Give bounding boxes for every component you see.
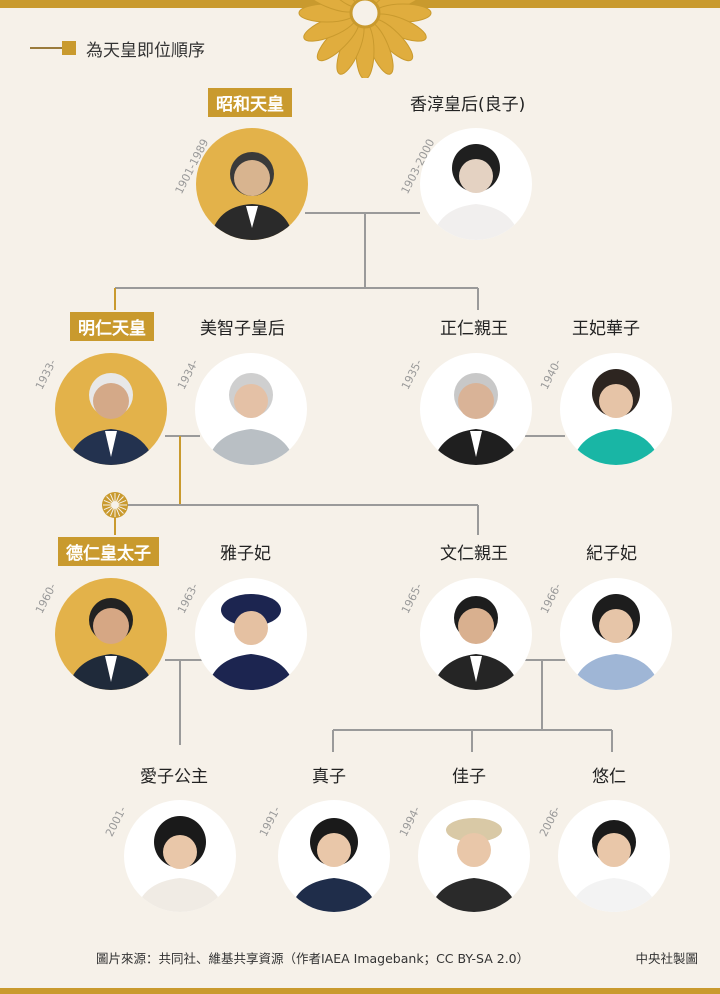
person-silhouette-icon: [572, 594, 660, 690]
name-label-kiko: 紀子妃: [586, 544, 637, 564]
portrait-kako: [418, 800, 530, 912]
chrysanthemum-emblem-icon: [298, 0, 432, 78]
name-label-showa: 昭和天皇: [208, 88, 292, 117]
person-silhouette-icon: [136, 816, 224, 912]
bottom-border: [0, 988, 720, 994]
person-silhouette-icon: [432, 144, 520, 240]
portrait-kiko: [560, 578, 672, 690]
person-silhouette-icon: [432, 373, 520, 465]
legend-label: 為天皇即位順序: [86, 40, 205, 61]
portrait-aiko: [124, 800, 236, 912]
portrait-mako: [278, 800, 390, 912]
person-silhouette-icon: [432, 596, 520, 690]
name-label-fumihito: 文仁親王: [440, 544, 508, 564]
name-label-masako: 雅子妃: [220, 544, 271, 564]
succession-marker-icon: [102, 492, 128, 518]
legend-swatch: [62, 41, 76, 55]
person-silhouette-icon: [430, 818, 518, 912]
name-label-masahito: 正仁親王: [440, 319, 508, 339]
name-label-hisahito: 悠仁: [592, 767, 626, 787]
person-silhouette-icon: [207, 373, 295, 465]
person-silhouette-icon: [67, 598, 155, 690]
portrait-hisahito: [558, 800, 670, 912]
person-silhouette-icon: [210, 152, 294, 240]
person-silhouette-icon: [290, 818, 378, 912]
person-silhouette-icon: [572, 369, 660, 465]
portrait-naruhito: [55, 578, 167, 690]
portrait-michiko: [195, 353, 307, 465]
graphic-credit: 中央社製圖: [635, 951, 698, 966]
name-label-michiko: 美智子皇后: [200, 319, 285, 339]
person-silhouette-icon: [67, 373, 155, 465]
portrait-masako: [195, 578, 307, 690]
name-label-hanako: 王妃華子: [572, 319, 640, 339]
person-silhouette-icon: [207, 594, 295, 690]
name-label-naruhito: 德仁皇太子: [58, 537, 159, 566]
portrait-akihito: [55, 353, 167, 465]
person-silhouette-icon: [570, 820, 658, 912]
name-label-aiko: 愛子公主: [140, 767, 208, 787]
portrait-hanako: [560, 353, 672, 465]
legend-line: [30, 47, 62, 49]
image-source-caption: 圖片來源：共同社、維基共享資源（作者IAEA Imagebank；CC BY-S…: [96, 951, 530, 966]
portrait-fumihito: [420, 578, 532, 690]
name-label-kako: 佳子: [452, 767, 486, 787]
name-label-mako: 真子: [312, 767, 346, 787]
portrait-masahito: [420, 353, 532, 465]
portrait-kojun: [420, 128, 532, 240]
legend: 為天皇即位順序: [30, 36, 205, 61]
name-label-kojun: 香淳皇后(良子): [410, 95, 526, 115]
name-label-akihito: 明仁天皇: [70, 312, 154, 341]
portrait-showa: [196, 128, 308, 240]
